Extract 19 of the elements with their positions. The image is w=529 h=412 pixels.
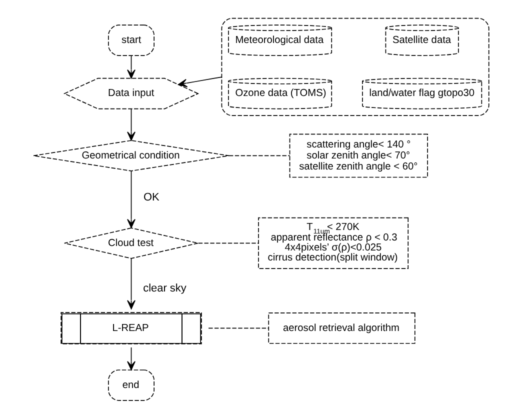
node-box: aerosol retrieval algorithm [268,312,416,344]
arrow [178,76,222,88]
edge-label: clear sky [143,282,186,295]
node-diamond: Geometrical condition [33,140,230,172]
arrow [127,55,136,79]
node-box: start [108,24,155,56]
connector [198,242,259,244]
node-box: scattering angle< 140 ° solar zenith angle< 70° satellite zenith angle < 60° [289,134,428,178]
arrow [127,258,136,310]
edge-label: OK [144,191,160,204]
arrow [127,170,136,228]
arrow [127,347,136,370]
connector [208,328,269,329]
node-diamond: Cloud test [64,228,198,259]
cluster [221,18,490,116]
arrow [127,108,136,141]
node-box: T$_{11um}$< 270K apparent reflectance ρ < 0.3 4x4pixels’ σ(ρ)<0.025 cirrus detection(split window) [258,217,409,269]
connector [228,155,290,156]
node-box: end [108,370,155,401]
